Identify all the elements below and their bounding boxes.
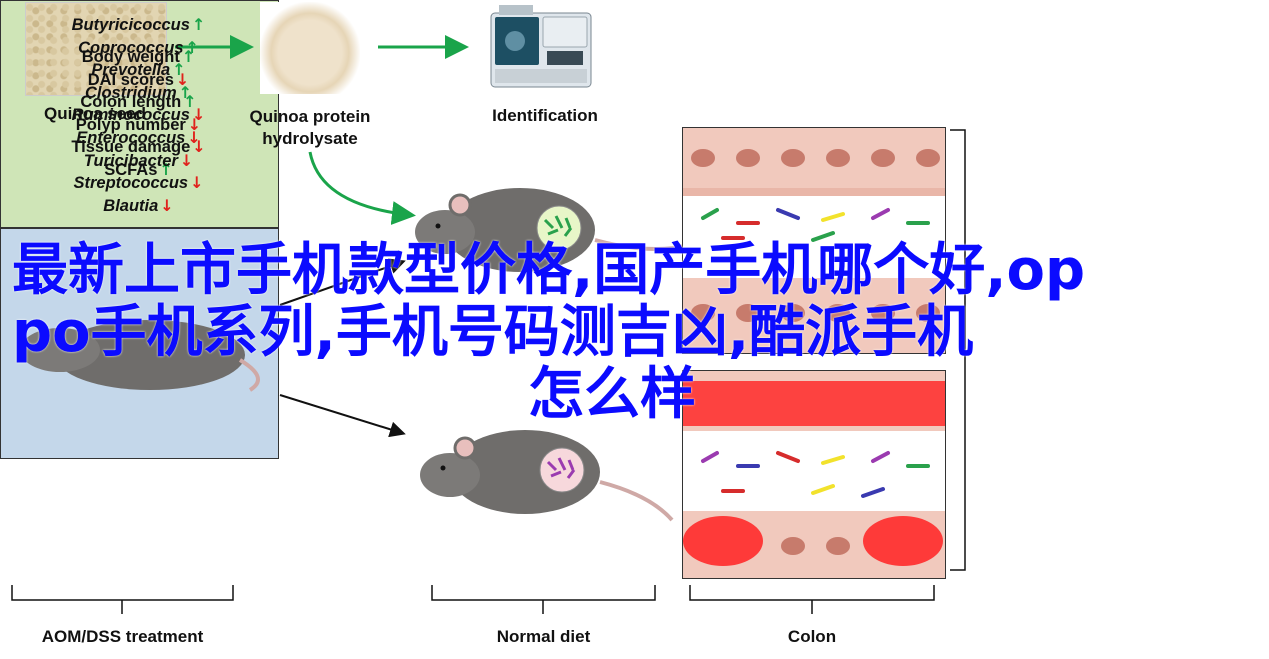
colon-tissue-icon [682,370,946,579]
row-label: Prevotella [91,61,171,80]
bacteria-row: Prevotella↑ [0,59,277,82]
arrow-down-icon: ↓ [190,173,204,193]
gut-microbiota-icon [539,447,585,493]
aom-dss-label: AOM/DSS treatment [41,627,204,646]
bacteria-row: Clostridium↑ [0,82,277,105]
indicator-row: Tissue damage↓ [0,136,277,159]
lab-instrument-icon [490,5,592,88]
arrow-down-icon: ↓ [175,69,190,89]
protein-label-line1: Quinoa protein [249,107,371,126]
arrow-up-icon: ↑ [185,37,199,57]
overlay-line1: 最新上市手机款型价格,国产手机哪个好,o [12,238,1046,303]
arrow-down-icon: ↓ [187,127,201,147]
bracket-normal [431,585,656,614]
protein-label-line2: hydrolysate [262,129,358,148]
arrow-to-normal-mouse [279,394,406,438]
arrow-down-icon: ↓ [179,150,194,170]
arrow-down-icon: ↓ [191,105,206,125]
row-label: Turicibacter [83,151,178,170]
bacteria-row: Blautia↓ [0,195,277,218]
row-label: Streptococcus [73,174,189,193]
bacteria-row: Enterococcus↓ [0,127,277,150]
protein-hydrolysate-label: Quinoa protein hydrolysate [225,106,395,150]
colon-label: Colon [787,627,837,646]
bacteria-row: Turicibacter↓ [0,150,277,173]
bacteria-row: Streptococcus↓ [0,172,277,195]
overlay-line2: ppo手机系列,手机号码测吉凶,酷派手机 [12,238,1086,365]
row-label: Body weight [81,48,180,66]
row-label: Enterococcus [76,128,186,147]
arrow-down-icon: ↓ [187,114,202,134]
bacteria-row: Coprococcus↑ [0,37,277,60]
indicator-row: Body weight↑ [0,46,277,69]
indicator-row: Polyp number↓ [0,114,277,137]
row-label: SCFAs [104,160,158,179]
arrow-protein-to-mouse [308,151,416,225]
row-label: DAI scores [87,70,174,89]
protein-powder-photo [260,2,360,94]
bacteria-row: Ruminococcus↓ [0,104,277,127]
quinoa-seed-photo [25,2,167,96]
bracket-right [950,129,966,571]
colon-tissue-icon [682,127,946,354]
arrow-up-icon: ↑ [191,15,206,34]
arrow-to-treated-mouse [279,258,406,306]
indicator-row: Colon length↑ [0,91,277,114]
arrow-up-icon: ↑ [178,82,193,102]
bacteria-row: Butyricicoccus↑ [0,14,277,37]
row-label: Clostridium [84,83,177,102]
normal-diet-label: Normal diet [496,627,591,646]
arrow-up-icon: ↑ [172,60,186,80]
identification-label: Identification [492,106,598,125]
indicator-row: SCFAs↑ [0,159,277,182]
bracket-aom [11,585,234,614]
row-label: Polyp number [75,115,186,134]
mouse-icon [20,320,260,392]
row-label: Tissue damage [71,138,191,157]
indicator-row: DAI scores↓ [0,69,277,92]
arrow-up-icon: ↑ [159,159,173,179]
arrow-up-icon: ↑ [181,47,196,66]
row-label: Butyricicoccus [71,16,190,34]
row-label: Ruminococcus [71,106,190,125]
row-label: Coprococcus [78,38,184,57]
arrow-down-icon: ↓ [160,195,174,215]
arrow-up-icon: ↑ [183,92,197,112]
row-label: Colon length [80,93,182,112]
arrow-down-icon: ↓ [192,137,206,157]
bracket-colon [689,585,935,614]
overlay-line3: 怎么样 [528,362,696,427]
overlay-title: 最新上市手机款型价格,国产手机哪个好,oppo手机系列,手机号码测吉凶,酷派手机… [12,240,1122,426]
quinoa-seed-label: Quinoa seed [43,104,147,123]
gut-microbiota-icon [536,205,582,251]
row-label: Blautia [103,196,159,215]
